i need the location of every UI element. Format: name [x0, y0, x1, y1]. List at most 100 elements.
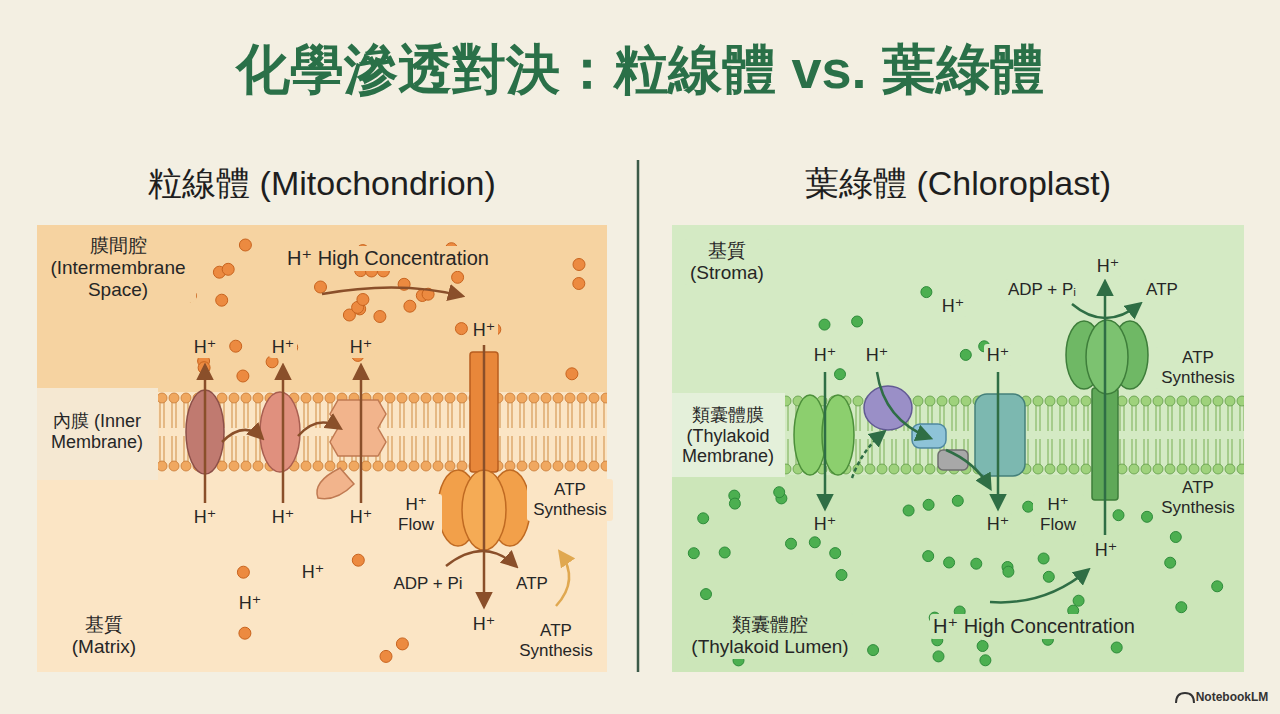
proton-dots [374, 311, 386, 323]
proton-label: H⁺ [470, 613, 499, 636]
proton-dots [184, 239, 585, 662]
proton-label: H⁺ [236, 592, 265, 615]
proton-dots [960, 349, 971, 360]
atp-synthase [1086, 320, 1128, 394]
proton-dots [1165, 557, 1176, 568]
mitochondrion-panel [37, 225, 607, 672]
proton-dots [852, 316, 863, 327]
electron-transport-complexes [186, 390, 386, 499]
proton-arrows [946, 450, 990, 488]
proton-dots [352, 554, 364, 566]
proton-dots [573, 278, 585, 290]
proton-dots [923, 499, 934, 510]
proton-dots [573, 259, 585, 271]
proton-dots [701, 589, 712, 600]
proton-dots [719, 547, 730, 558]
proton-dots [239, 627, 251, 639]
proton-label: H⁺ [939, 295, 968, 318]
proton-arrows [877, 372, 930, 438]
proton-dots [1113, 510, 1124, 521]
electron-transport-complexes [222, 430, 262, 442]
proton-dots [923, 551, 934, 562]
proton-label: H⁺ [984, 513, 1013, 536]
region-label: 膜間腔 (Intermembrane Space) [40, 234, 196, 302]
proton-label: H⁺ [1094, 255, 1123, 278]
proton-label: H⁺ [191, 336, 220, 359]
proton-label: H⁺ [347, 506, 376, 529]
proton-dots [809, 537, 820, 548]
proton-dots [1142, 511, 1153, 522]
proton-dots [1212, 581, 1223, 592]
proton-label: H⁺ [470, 319, 499, 342]
proton-arrows [1072, 304, 1140, 318]
proton-arrows [990, 570, 1088, 602]
reactant-label: ADP + Pᵢ [1005, 279, 1079, 301]
page-title: 化學滲透對決：粒線體 vs. 葉綠體 [236, 34, 1043, 107]
proton-dots [921, 287, 932, 298]
chloroplast-panel [672, 225, 1244, 672]
proton-arrows [322, 287, 462, 296]
proton-dots [830, 548, 841, 559]
proton-dots [819, 319, 830, 330]
proton-label: H⁺ [1092, 539, 1121, 562]
proton-arrows [556, 552, 569, 606]
region-label: 基質 (Matrix) [61, 613, 147, 659]
photosystem-complexes [822, 395, 854, 475]
reactant-label: ADP + Pi [390, 573, 465, 595]
process-label: ATP Synthesis [1155, 477, 1241, 518]
chloroplast-panel [672, 475, 1244, 672]
atp-synthase [1066, 320, 1148, 500]
proton-label: H⁺ [811, 344, 840, 367]
region-label: 基質 (Stroma) [684, 239, 770, 285]
proton-label: H⁺ [269, 336, 298, 359]
proton-dots [688, 548, 699, 559]
proton-dots [698, 513, 709, 524]
watermark-icon [1176, 693, 1194, 703]
photosystem-complexes [794, 386, 1025, 476]
product-label: ATP [1143, 279, 1181, 301]
proton-dots [230, 340, 242, 352]
chloroplast-panel [672, 225, 1244, 672]
proton-dots [835, 369, 846, 380]
concentration-label: H⁺ High Concentration [284, 246, 492, 271]
proton-dots [404, 300, 416, 312]
process-label: ATP Synthesis [527, 479, 613, 520]
proton-dots [452, 271, 464, 283]
proton-dots [1038, 553, 1049, 564]
proton-arrows [446, 551, 516, 566]
proton-dots [1003, 566, 1014, 577]
proton-arrows [282, 366, 285, 503]
proton-label: H⁺ [863, 344, 892, 367]
panel-heading: 葉綠體 (Chloroplast) [805, 161, 1111, 207]
photosystem-complexes [912, 424, 946, 448]
proton-dots [315, 281, 327, 293]
region-label: 類囊體腔 (Thylakoid Lumen) [687, 613, 853, 659]
proton-dots [1073, 595, 1084, 606]
proton-dots [222, 263, 234, 275]
proton-dots [971, 558, 982, 569]
electron-transport-complexes [260, 392, 300, 472]
proton-dots [566, 368, 578, 380]
chloroplast-panel [785, 395, 1244, 475]
electron-transport-complexes [317, 468, 354, 499]
panel-heading: 粒線體 (Mitochondrion) [148, 161, 496, 207]
proton-dots [977, 641, 988, 652]
proton-dots [1043, 571, 1054, 582]
proton-dots [774, 487, 785, 498]
proton-dots [380, 650, 392, 662]
proton-arrows [205, 287, 569, 606]
region-label: 內膜 (Inner Membrane) [47, 410, 148, 453]
flow-label: H⁺ Flow [391, 494, 442, 535]
proton-arrows [852, 432, 884, 478]
watermark-icon [1176, 693, 1194, 703]
proton-label: H⁺ [269, 506, 298, 529]
proton-arrows [1104, 282, 1107, 535]
electron-transport-complexes [298, 423, 340, 436]
proton-dots [980, 655, 991, 666]
proton-arrows [825, 282, 1140, 602]
proton-arrows [204, 366, 207, 503]
proton-dots [786, 538, 797, 549]
proton-dots [952, 495, 963, 506]
mitochondrion-panel [37, 388, 158, 480]
